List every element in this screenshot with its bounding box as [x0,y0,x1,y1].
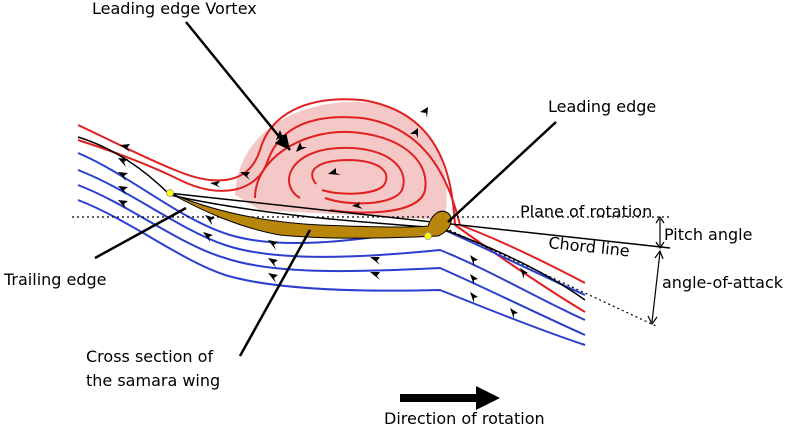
flow-arrow [410,128,418,138]
cross-section-label-line2: the samara wing [86,371,220,390]
blue-streamline-3 [77,184,586,336]
direction-of-rotation-label: Direction of rotation [384,409,545,428]
cross-section-pointer [238,229,312,357]
flow-arrow [370,257,380,265]
leading-edge-vortex-label: Leading edge Vortex [92,0,257,18]
flow-arrow [268,273,278,283]
flow-arrow [118,172,128,181]
blue-streamline-2 [77,169,586,321]
leading-edge-pointer [447,121,557,223]
flow-arrow [268,258,278,268]
blue-streamline-1 [77,152,586,296]
flow-arrow [510,308,518,319]
blue-streamline-4 [77,199,586,346]
aoa-bracket [647,249,664,326]
chord-line [167,192,671,249]
pitch-angle-label: Pitch angle [664,225,752,244]
trailing-edge-pointer [94,206,187,260]
flow-arrow [203,232,213,242]
flow-arrow [118,186,128,195]
pitch-angle-bracket [655,215,665,250]
vortex-spirals [254,130,427,214]
flow-arrow [118,158,128,167]
flow-arrow [240,172,250,180]
flow-arrow [420,107,428,118]
leading-edge-marker [424,232,432,240]
flow-arrow [370,272,380,280]
red-streamline-2 [77,116,586,284]
blue-streamlines [77,152,586,346]
trailing-edge-label: Trailing edge [3,270,107,289]
black-streamline [77,136,586,301]
flow-arrow [268,240,278,250]
angle-of-attack-label: angle-of-attack [662,273,784,292]
flow-arrow [120,144,130,152]
vortex-pointer [185,21,291,151]
flow-arrow [470,274,478,285]
flow-arrow [520,268,528,279]
cross-section-label-line1: Cross section of [86,347,213,366]
chord-line-label: Chord line [548,233,631,260]
red-streamline-1 [77,98,586,313]
plane-of-rotation-label: Plane of rotation [520,202,652,221]
flow-arrow [296,142,307,152]
vortex-loop-1 [254,130,427,214]
flow-arrow [118,200,128,209]
flow-arrow [328,168,341,175]
flow-arrow [470,255,478,266]
aoa-extension-line [444,227,657,327]
direction-arrow [400,386,500,410]
flow-arrow [470,292,478,303]
leading-edge-label: Leading edge [548,97,656,116]
vortex-loop-3 [311,158,388,195]
vortex-loop-2 [288,146,405,205]
samara-wing [169,192,452,239]
pointer-lines [94,21,557,357]
flow-arrow [352,202,363,209]
red-streamlines [77,98,586,313]
flow-arrow [210,181,221,188]
trailing-edge-marker [166,189,174,197]
